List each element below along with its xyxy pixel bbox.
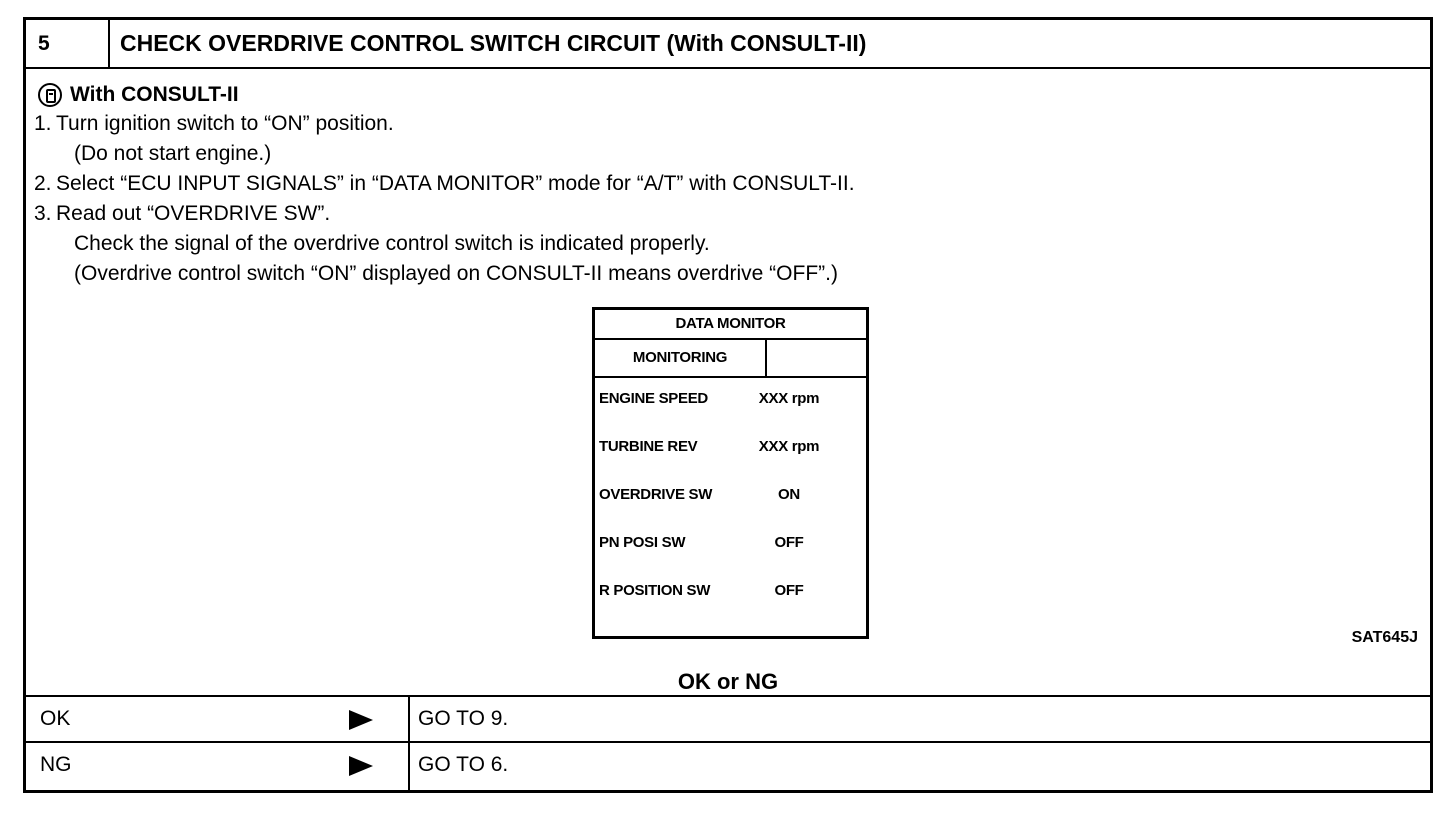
step-number: 5 bbox=[26, 20, 110, 67]
monitor-item: R POSITION SW bbox=[599, 582, 711, 599]
figure-id: SAT645J bbox=[1351, 629, 1418, 646]
monitor-row: ENGINE SPEED XXX rpm bbox=[599, 388, 866, 410]
monitor-row: R POSITION SW OFF bbox=[599, 580, 866, 602]
consult-mode-label: With CONSULT-II bbox=[70, 83, 239, 106]
monitor-item: ENGINE SPEED bbox=[599, 390, 708, 407]
result-action: GO TO 9. bbox=[418, 707, 509, 730]
monitor-item: PN POSI SW bbox=[599, 534, 686, 551]
result-label: OK bbox=[40, 707, 71, 730]
arrow-right-icon bbox=[349, 756, 373, 776]
result-row-ng: NG GO TO 6. bbox=[26, 743, 1430, 790]
monitor-value: ON bbox=[778, 486, 800, 503]
instruction-text: Turn ignition switch to “ON” position. bbox=[56, 112, 394, 135]
monitor-value: OFF bbox=[774, 534, 804, 551]
monitor-value: OFF bbox=[774, 582, 804, 599]
arrow-right-icon bbox=[349, 710, 373, 730]
instruction-number: 3. bbox=[34, 202, 52, 225]
monitor-value: XXX rpm bbox=[758, 438, 820, 455]
consult-mode-heading: With CONSULT-II bbox=[38, 81, 239, 109]
instruction-text: (Do not start engine.) bbox=[74, 142, 272, 165]
instruction-text: Select “ECU INPUT SIGNALS” in “DATA MONI… bbox=[56, 172, 855, 195]
instruction-text: Check the signal of the overdrive contro… bbox=[74, 232, 710, 255]
monitor-value: XXX rpm bbox=[758, 390, 820, 407]
step-body: With CONSULT-II 1. Turn ignition switch … bbox=[26, 69, 1430, 697]
result-question: OK or NG bbox=[677, 669, 779, 694]
monitor-item: TURBINE REV bbox=[599, 438, 698, 455]
instruction-text: (Overdrive control switch “ON” displayed… bbox=[74, 262, 838, 285]
step-header: 5 CHECK OVERDRIVE CONTROL SWITCH CIRCUIT… bbox=[26, 20, 1430, 69]
instruction-text: Read out “OVERDRIVE SW”. bbox=[56, 202, 331, 225]
consult-ii-icon bbox=[38, 83, 62, 107]
monitor-item: OVERDRIVE SW bbox=[599, 486, 713, 503]
procedure-table: 5 CHECK OVERDRIVE CONTROL SWITCH CIRCUIT… bbox=[23, 17, 1433, 793]
monitor-row: PN POSI SW OFF bbox=[599, 532, 866, 554]
result-action: GO TO 6. bbox=[418, 753, 509, 776]
data-monitor-title: DATA MONITOR bbox=[595, 310, 866, 340]
result-row-ok: OK GO TO 9. bbox=[26, 697, 1430, 743]
monitor-row: TURBINE REV XXX rpm bbox=[599, 436, 866, 458]
step-title: CHECK OVERDRIVE CONTROL SWITCH CIRCUIT (… bbox=[120, 30, 867, 56]
data-monitor-screen: DATA MONITOR MONITORING ENGINE SPEED XXX… bbox=[592, 307, 869, 639]
instruction-number: 2. bbox=[34, 172, 52, 195]
monitoring-status: MONITORING bbox=[595, 340, 767, 376]
result-label: NG bbox=[40, 753, 72, 776]
result-cell: NG bbox=[26, 743, 410, 790]
monitor-row: OVERDRIVE SW ON bbox=[599, 484, 866, 506]
result-cell: OK bbox=[26, 697, 410, 741]
monitoring-status-bar: MONITORING bbox=[595, 340, 866, 378]
instruction-number: 1. bbox=[34, 112, 52, 135]
